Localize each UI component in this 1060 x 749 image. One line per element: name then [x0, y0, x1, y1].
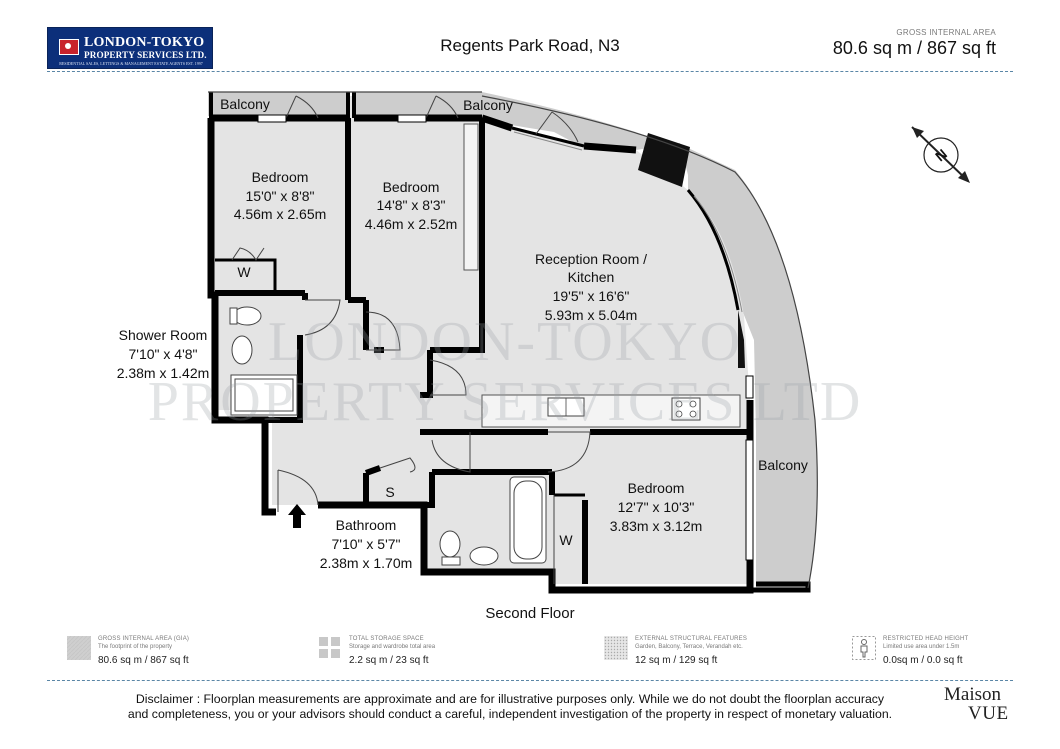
balcony-area-right — [688, 148, 818, 588]
floor-label: Second Floor — [485, 605, 575, 622]
hob-icon — [671, 397, 701, 421]
door-swings — [231, 95, 591, 584]
legend-subtitle: Garden, Balcony, Terrace, Verandah etc. — [635, 644, 743, 650]
svg-text:Bedroom: Bedroom — [383, 179, 440, 195]
disclaimer: Disclaimer : Floorplan measurements are … — [80, 692, 940, 722]
legend-title: RESTRICTED HEAD HEIGHT — [883, 636, 969, 642]
compass-icon: N — [911, 126, 970, 183]
brand-logo-line2: VUE — [968, 703, 1009, 724]
legend-subtitle: Limited use area under 1.5m — [883, 644, 960, 650]
legend-value: 2.2 sq m / 23 sq ft — [349, 655, 429, 666]
external-swatch-icon — [604, 636, 628, 660]
svg-text:Bathroom: Bathroom — [336, 517, 397, 533]
svg-text:2.38m x 1.70m: 2.38m x 1.70m — [320, 555, 413, 571]
svg-text:Shower Room: Shower Room — [119, 327, 208, 343]
brand-logo-line1: Maison — [944, 684, 1001, 705]
svg-text:15'0" x 8'8": 15'0" x 8'8" — [246, 188, 315, 204]
room-label-shower: Shower Room 7'10" x 4'8" 2.38m x 1.42m — [117, 327, 210, 381]
footer-divider — [47, 680, 1013, 681]
svg-text:Kitchen: Kitchen — [568, 269, 615, 285]
disclaimer-line: Disclaimer : Floorplan measurements are … — [135, 692, 885, 706]
header-divider — [47, 71, 1013, 72]
agency-logo: LONDON-TOKYO PROPERTY SERVICES LTD. RESI… — [47, 27, 213, 69]
svg-text:Bedroom: Bedroom — [252, 169, 309, 185]
legend-title: GROSS INTERNAL AREA (GIA) — [98, 636, 190, 642]
entrance-arrow-icon — [288, 504, 306, 528]
room-label-bathroom: Bathroom 7'10" x 5'7" 2.38m x 1.70m — [320, 517, 413, 571]
property-address: Regents Park Road, N3 — [440, 36, 620, 55]
svg-text:7'10" x 4'8": 7'10" x 4'8" — [129, 346, 198, 362]
legend-title: EXTERNAL STRUCTURAL FEATURES — [635, 636, 748, 642]
legend-value: 80.6 sq m / 867 sq ft — [98, 655, 189, 666]
wardrobe-label: W — [559, 532, 573, 548]
logo-subname: PROPERTY SERVICES LTD. — [84, 50, 207, 60]
svg-text:7'10" x 5'7": 7'10" x 5'7" — [332, 536, 401, 552]
svg-text:12'7" x 10'3": 12'7" x 10'3" — [618, 499, 695, 515]
watermark-line1: LONDON-TOKYO — [268, 311, 742, 373]
room-label-bedroom-2: Bedroom 14'8" x 8'3" 4.46m x 2.52m — [365, 179, 458, 232]
windows — [257, 114, 754, 561]
room-label-reception: Reception Room / Kitchen 19'5" x 16'6" 5… — [535, 251, 647, 323]
svg-text:2.38m x 1.42m: 2.38m x 1.42m — [117, 365, 210, 381]
legend-value: 0.0sq m / 0.0 sq ft — [883, 655, 963, 666]
balcony-label: Balcony — [220, 96, 270, 112]
logo-tagline: RESIDENTIAL SALES, LETTINGS & MANAGEMENT… — [59, 61, 203, 66]
svg-text:4.46m x 2.52m: 4.46m x 2.52m — [365, 216, 458, 232]
svg-text:Bedroom: Bedroom — [628, 480, 685, 496]
room-label-bedroom-3: Bedroom 12'7" x 10'3" 3.83m x 3.12m — [610, 480, 703, 534]
svg-text:19'5" x 16'6": 19'5" x 16'6" — [553, 288, 630, 304]
svg-text:5.93m x 5.04m: 5.93m x 5.04m — [545, 307, 638, 323]
disclaimer-line: and completeness, you or your advisors s… — [127, 707, 893, 721]
gia-value: 80.6 sq m / 867 sq ft — [832, 38, 996, 58]
legend-subtitle: Storage and wardrobe total area — [349, 644, 436, 650]
svg-text:4.56m x 2.65m: 4.56m x 2.65m — [234, 206, 327, 222]
balcony-label: Balcony — [463, 97, 513, 113]
balcony-label: Balcony — [758, 457, 808, 473]
sanitary-fixtures — [229, 306, 547, 566]
legend-title: TOTAL STORAGE SPACE — [349, 636, 424, 642]
crest-icon — [59, 39, 79, 55]
balcony-area-left — [208, 92, 348, 116]
wardrobe-label: W — [237, 264, 251, 280]
room-label-bedroom-1: Bedroom 15'0" x 8'8" 4.56m x 2.65m — [234, 169, 327, 222]
svg-text:14'8" x 8'3": 14'8" x 8'3" — [377, 197, 446, 213]
balcony-area-top — [354, 92, 735, 175]
svg-text:3.83m x 3.12m: 3.83m x 3.12m — [610, 518, 703, 534]
watermark-line2: PROPERTY SERVICES LTD — [148, 371, 863, 433]
legend-value: 12 sq m / 129 sq ft — [635, 655, 718, 666]
gia-swatch-icon — [67, 636, 91, 660]
logo-name: LONDON-TOKYO — [84, 35, 205, 50]
svg-text:Reception Room /: Reception Room / — [535, 251, 647, 267]
storage-label: S — [385, 484, 394, 500]
storage-swatch-icon — [319, 637, 340, 658]
person-icon — [852, 636, 876, 660]
gia-heading: GROSS INTERNAL AREA — [896, 28, 996, 37]
legend-subtitle: The footprint of the property — [98, 644, 173, 650]
